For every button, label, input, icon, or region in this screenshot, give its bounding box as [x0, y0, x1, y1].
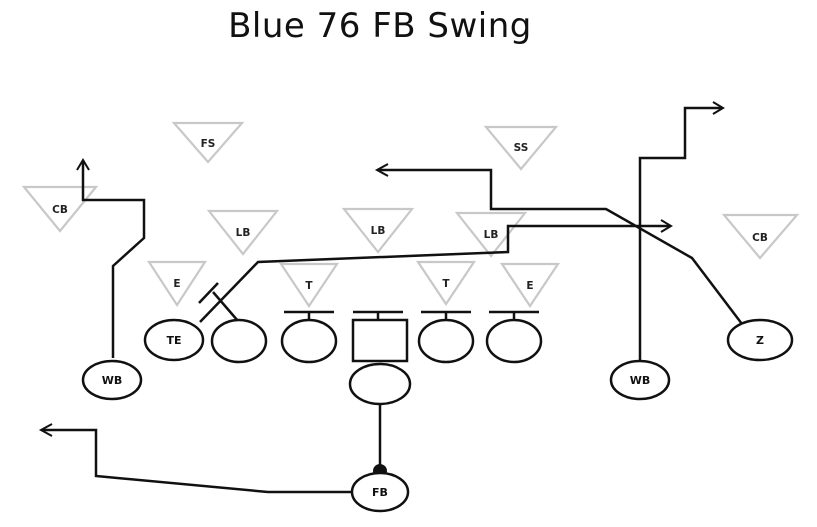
route-z	[378, 168, 743, 325]
svg-text:TE: TE	[166, 334, 181, 347]
svg-text:FS: FS	[201, 138, 216, 150]
svg-text:CB: CB	[752, 232, 768, 244]
player-wb-left: WB	[81, 359, 143, 401]
arrowhead-wb-right	[712, 101, 725, 115]
svg-text:T: T	[305, 280, 313, 292]
svg-text:LB: LB	[484, 229, 499, 241]
defense: FS SS CB CB LB LB LB E	[21, 121, 800, 308]
defender-cb-right: CB	[721, 213, 800, 260]
svg-text:E: E	[526, 280, 533, 292]
player-rt	[485, 318, 543, 364]
svg-text:CB: CB	[52, 204, 68, 216]
svg-text:WB: WB	[630, 374, 651, 387]
offense: TE WB WB Z FB	[81, 318, 794, 513]
svg-text:Z: Z	[756, 334, 764, 347]
defender-e-left: E	[146, 260, 208, 308]
player-fb: FB	[350, 471, 410, 513]
defender-t-right: T	[415, 260, 477, 306]
arrowhead-z	[374, 163, 389, 177]
player-wb-right: WB	[609, 359, 671, 401]
defender-ss: SS	[483, 125, 559, 171]
player-te: TE	[143, 318, 205, 362]
routes	[38, 101, 743, 494]
svg-text:LB: LB	[371, 225, 386, 237]
svg-text:SS: SS	[514, 142, 529, 154]
defender-lb-left: LB	[206, 209, 280, 256]
arrowhead-te	[660, 219, 673, 233]
player-qb	[348, 362, 412, 406]
block-lt	[212, 291, 239, 322]
arrowhead-fb	[38, 423, 53, 437]
player-lt	[210, 318, 268, 364]
player-lg	[280, 318, 338, 364]
route-wb-left	[81, 162, 146, 358]
arrowhead-wb-left	[76, 158, 90, 171]
block-lt-stop	[198, 282, 219, 304]
svg-text:WB: WB	[102, 374, 123, 387]
route-fb	[42, 428, 352, 494]
defender-cb-left: CB	[21, 185, 99, 233]
defender-fs: FS	[171, 121, 245, 164]
svg-text:E: E	[173, 278, 180, 290]
defender-t-left: T	[278, 262, 340, 308]
player-center	[351, 318, 409, 363]
svg-text:FB: FB	[372, 486, 388, 499]
player-z: Z	[726, 318, 794, 362]
play-title: Blue 76 FB Swing	[228, 6, 532, 46]
defender-e-right: E	[499, 262, 561, 308]
svg-text:T: T	[442, 278, 450, 290]
defender-lb-right: LB	[454, 211, 528, 258]
svg-text:LB: LB	[236, 227, 251, 239]
route-te	[199, 224, 670, 323]
route-wb-right	[638, 106, 722, 368]
player-rg	[417, 318, 475, 364]
defender-lb-middle: LB	[341, 207, 415, 254]
